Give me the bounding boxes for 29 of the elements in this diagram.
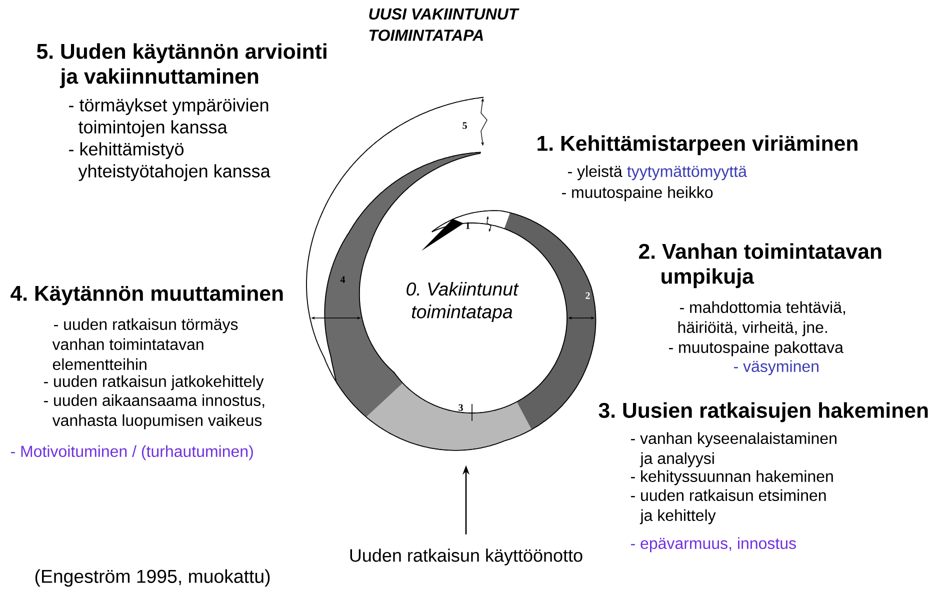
center-text: 0. Vakiintunut toimintatapa [406,282,519,322]
stage-number: 4 [340,276,346,283]
source-note: (Engeström 1995, muokattu) [35,569,270,587]
bullet-text: - uuden aikaansaama innostus, vanhasta luopumisen vaikeus [44,394,264,430]
bullet-text: - törmäykset ympäröivien toimintojen kanssa [69,98,268,138]
bullet-text: - vanhan kyseenalaistaminen ja analyysi [630,432,836,468]
stage-number: 3 [458,404,463,411]
stage-number: 5 [462,122,467,129]
bullet-text: - kehityssuunnan hakeminen [630,470,833,486]
bullet-text: - kehittämistyö yhteistyötahojen kanssa [69,142,270,182]
bullet-text: - uuden ratkaisun törmäys vanhan toimintatavan elementteihin [52,318,238,370]
heading: 4. Käytännön muuttaminen [10,285,283,306]
bullet-text: - Motivoituminen / (turhautuminen) [10,445,253,460]
bullet-text: - uuden ratkaisun jatkokehittely [44,375,264,390]
caption-text: Uuden ratkaisun käyttöönotto [350,548,582,566]
bullet-text: - yleistä [568,165,622,180]
highlighted-text: tyytymättömyyttä [627,166,747,180]
bullet-text: - muutospaine pakottava [668,341,844,356]
stage-number: 2 [586,292,590,299]
bullet-text: - muutospaine heikko [562,186,713,202]
bullet-text: - väsyminen [734,360,818,376]
heading: UUSI VAKIINTUNUT TOIMINTATAPA [369,8,520,41]
heading: 3. Uusien ratkaisujen hakeminen [598,402,928,422]
heading: 1. Kehittämistarpeen viriäminen [538,135,858,156]
heading: 2. Vanhan toimintatavan umpikuja [639,243,882,288]
heading: 5. Uuden käytännön arviointi ja vakiinnuttaminen [36,43,326,88]
bullet-text: - mahdottomia tehtäviä, häiriöitä, virheitä, jne. [678,301,845,336]
bullet-text: - uuden ratkaisun etsiminen ja kehittely [630,489,826,524]
bullet-text: - epävarmuus, innostus [630,537,796,552]
